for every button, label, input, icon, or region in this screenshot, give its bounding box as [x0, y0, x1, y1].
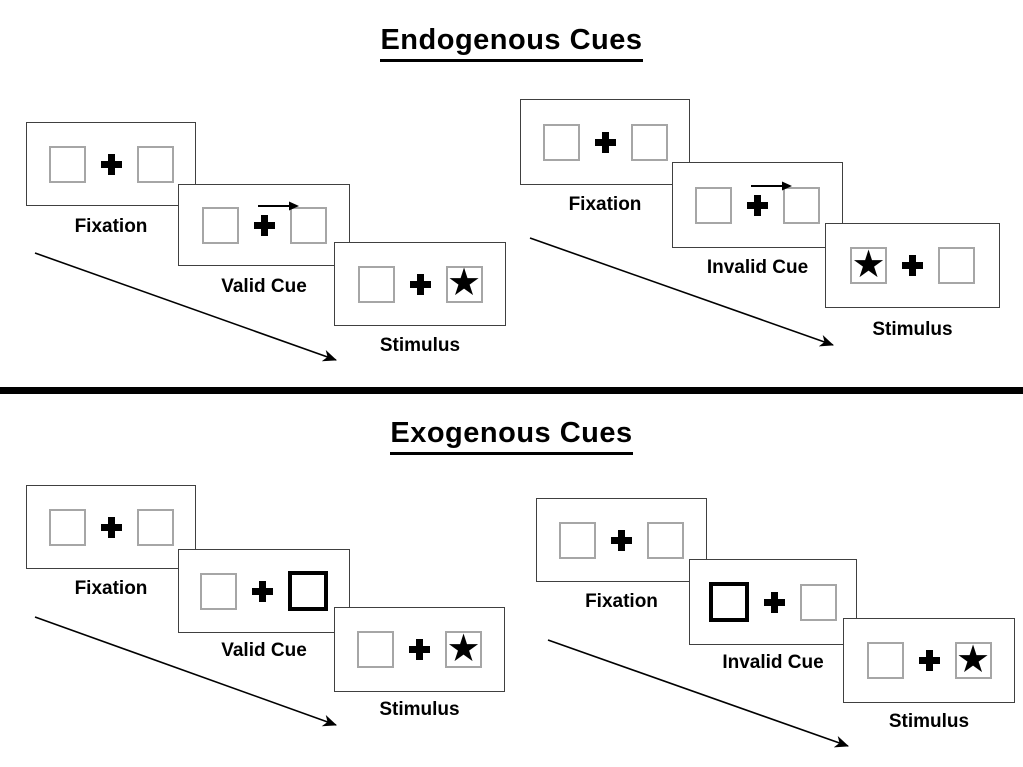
- left-placeholder-box: [48, 145, 86, 183]
- timeline-arrow-exo-valid: [34, 616, 337, 727]
- timeline-arrow-endo-invalid: [529, 237, 834, 347]
- endo-invalid-stimulus-panel: ★: [825, 223, 1000, 308]
- endo-invalid-fixation-panel: [520, 99, 690, 185]
- fixation-cross-icon: [253, 214, 275, 236]
- right-placeholder-box: [783, 186, 820, 224]
- right-highlighted-cue-box: [288, 571, 328, 611]
- fixation-cross-icon: [409, 639, 430, 660]
- left-placeholder-box: [695, 186, 732, 224]
- endogenous-section-title: Endogenous Cues: [0, 24, 1023, 62]
- left-placeholder-box: [48, 508, 86, 546]
- left-placeholder-box: [542, 123, 580, 161]
- exo-valid-cue-panel: [178, 549, 350, 633]
- fixation-cross-icon: [764, 591, 785, 613]
- exo-invalid-cue-panel: [689, 559, 857, 645]
- fixation-cross-icon: [100, 153, 122, 175]
- left-placeholder-box: [201, 206, 239, 244]
- star-icon: ★: [851, 241, 886, 286]
- fixation-cross-icon: [594, 131, 616, 153]
- left-placeholder-box: [559, 521, 596, 559]
- star-icon: ★: [446, 260, 482, 304]
- right-placeholder-box: [630, 123, 668, 161]
- panel-label: Valid Cue: [221, 276, 307, 297]
- star-icon: ★: [955, 636, 991, 681]
- right-target-box: ★: [954, 636, 992, 681]
- panel-label: Fixation: [568, 194, 642, 215]
- endo-invalid-cue-panel: [672, 162, 843, 248]
- exogenous-section-title: Exogenous Cues: [0, 417, 1023, 455]
- panel-label: Stimulus: [379, 335, 461, 356]
- left-placeholder-box: [866, 642, 904, 679]
- fixation-cross-icon: [747, 194, 768, 216]
- fixation-cross-icon: [902, 255, 923, 276]
- panel-label: Invalid Cue: [706, 257, 809, 278]
- exo-invalid-fixation-panel: [536, 498, 707, 582]
- endo-valid-cue-panel: [178, 184, 350, 266]
- exo-invalid-stimulus-panel: ★: [843, 618, 1015, 703]
- right-placeholder-box: [647, 521, 684, 559]
- left-placeholder-box: [357, 631, 394, 668]
- panel-label: Stimulus: [888, 711, 970, 732]
- panel-label: Invalid Cue: [722, 652, 824, 673]
- left-highlighted-cue-box: [709, 582, 749, 622]
- fixation-cross-icon: [409, 273, 431, 295]
- endo-valid-stimulus-panel: ★: [334, 242, 506, 326]
- fixation-cross-icon: [918, 650, 940, 671]
- endo-valid-fixation-panel: [26, 122, 196, 206]
- left-placeholder-box: [357, 265, 395, 303]
- panel-label: Fixation: [74, 578, 148, 599]
- right-placeholder-box: [938, 247, 975, 284]
- panel-label: Valid Cue: [221, 640, 307, 661]
- panel-label: Stimulus: [379, 699, 460, 720]
- section-divider: [0, 387, 1023, 394]
- left-target-box: ★: [850, 241, 887, 286]
- timeline-arrow-endo-valid: [34, 252, 337, 362]
- right-placeholder-box: [136, 145, 174, 183]
- star-icon: ★: [446, 625, 481, 670]
- panel-label: Fixation: [585, 591, 658, 612]
- right-target-box: ★: [445, 625, 482, 670]
- fixation-cross-icon: [611, 529, 632, 551]
- right-cue-arrow-icon: [751, 181, 792, 190]
- fixation-cross-icon: [100, 516, 122, 538]
- exo-valid-fixation-panel: [26, 485, 196, 569]
- right-placeholder-box: [800, 583, 837, 621]
- panel-label: Fixation: [74, 216, 148, 237]
- right-target-box: ★: [445, 260, 483, 304]
- fixation-cross-icon: [252, 580, 273, 602]
- right-placeholder-box: [136, 508, 174, 546]
- right-cue-arrow-icon: [257, 201, 299, 210]
- right-placeholder-box: [289, 206, 327, 244]
- left-placeholder-box: [200, 572, 237, 610]
- exo-valid-stimulus-panel: ★: [334, 607, 505, 692]
- panel-label: Stimulus: [872, 319, 953, 340]
